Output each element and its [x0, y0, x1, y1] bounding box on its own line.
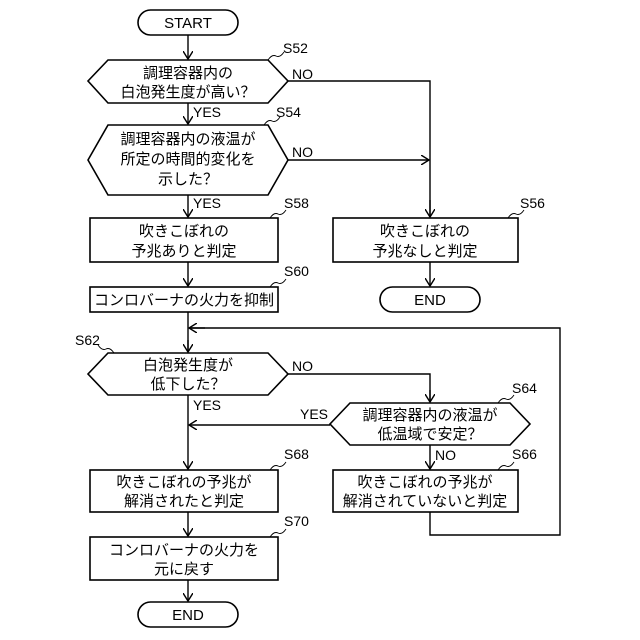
s58-leader: [270, 210, 286, 218]
s56-line-2: 予兆なしと判定: [372, 242, 477, 260]
s52-step-label: S52: [283, 40, 308, 56]
s58-line-2: 予兆ありと判定: [131, 242, 236, 260]
process-s68: 吹きこぼれの予兆が 解消されたと判定 S68: [90, 446, 309, 512]
s64-line-2: 低温域で安定？: [377, 425, 482, 443]
start-label: START: [164, 15, 212, 32]
process-s70: コンロバーナの火力を 元に戻す S70: [90, 513, 309, 580]
end-bottom-label: END: [172, 607, 204, 624]
s70-leader: [270, 529, 286, 537]
s68-step-label: S68: [284, 446, 309, 462]
s68-line-1: 吹きこぼれの予兆が: [116, 473, 251, 491]
s58-step-label: S58: [284, 195, 309, 211]
s54-yes-label: YES: [193, 195, 221, 211]
s70-line-2: 元に戻す: [154, 560, 214, 578]
s54-step-label: S54: [276, 104, 301, 120]
connector-s62-no: [288, 374, 430, 402]
decision-s52: 調理容器内の 白泡発生度が高い？ S52: [88, 40, 308, 103]
s52-no-label: NO: [292, 66, 313, 82]
s54-line-3: 示した？: [158, 170, 218, 188]
s54-no-label: NO: [292, 144, 313, 160]
s52-line-2: 白泡発生度が高い？: [120, 83, 255, 101]
s62-no-label: NO: [292, 358, 313, 374]
s54-line-2: 所定の時間的変化を: [120, 150, 255, 168]
s64-line-1: 調理容器内の液温が: [362, 406, 497, 424]
s70-step-label: S70: [284, 513, 309, 529]
s62-line-1: 白泡発生度が: [143, 356, 233, 374]
decision-s64: 調理容器内の液温が 低温域で安定？ S64: [330, 380, 537, 445]
process-s60: コンロバーナの火力を抑制 S60: [90, 263, 309, 312]
s60-leader: [270, 279, 286, 287]
s64-no-label: NO: [435, 447, 456, 463]
s70-line-1: コンロバーナの火力を: [109, 541, 259, 559]
s60-step-label: S60: [284, 263, 309, 279]
s62-line-2: 低下した？: [150, 375, 225, 393]
s52-yes-label: YES: [193, 104, 221, 120]
s68-leader: [270, 462, 286, 470]
decision-s62: 白泡発生度が 低下した？ S62: [75, 332, 288, 395]
s62-leader: [98, 345, 114, 353]
end-terminal-bottom: END: [138, 602, 238, 627]
s66-step-label: S66: [512, 446, 537, 462]
s56-step-label: S56: [520, 195, 545, 211]
s66-line-2: 解消されていないと判定: [343, 492, 508, 510]
s66-line-1: 吹きこぼれの予兆が: [357, 473, 492, 491]
end-right-label: END: [414, 292, 446, 309]
s56-leader: [508, 210, 524, 218]
s54-line-1: 調理容器内の液温が: [120, 130, 255, 148]
s64-leader: [498, 395, 514, 403]
s52-line-1: 調理容器内の: [143, 64, 233, 82]
s66-leader: [498, 462, 514, 470]
s64-step-label: S64: [512, 380, 537, 396]
end-terminal-right: END: [380, 287, 480, 312]
s62-yes-label: YES: [193, 397, 221, 413]
s60-line-1: コンロバーナの火力を抑制: [94, 291, 274, 309]
s62-step-label: S62: [75, 332, 100, 348]
s52-leader: [268, 52, 284, 60]
s64-yes-label: YES: [300, 406, 328, 422]
s56-line-1: 吹きこぼれの: [380, 222, 470, 240]
s68-line-2: 解消されたと判定: [124, 492, 244, 510]
start-terminal: START: [138, 10, 238, 35]
process-s56: 吹きこぼれの 予兆なしと判定 S56: [333, 195, 545, 262]
s58-line-1: 吹きこぼれの: [139, 222, 229, 240]
